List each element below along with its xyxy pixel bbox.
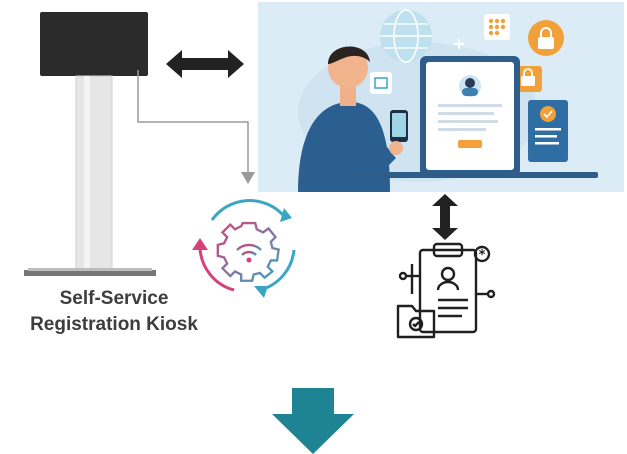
kiosk-label-line2: Registration Kiosk bbox=[30, 314, 198, 335]
kiosk-connector-line bbox=[137, 70, 255, 184]
kiosk-label-line1: Self-Service bbox=[59, 288, 169, 309]
padlock-square-icon bbox=[514, 66, 542, 92]
kiosk-base bbox=[24, 270, 156, 276]
keypad-icon bbox=[484, 14, 510, 40]
online-registration-illustration bbox=[258, 2, 624, 192]
kiosk-stand-icon bbox=[24, 12, 156, 276]
person-with-phone-icon bbox=[298, 46, 408, 192]
gear-sync-icon bbox=[192, 199, 296, 298]
tablet-form-icon bbox=[420, 56, 520, 176]
kiosk-screen bbox=[40, 12, 148, 76]
svg-text:*: * bbox=[479, 248, 486, 263]
document-card-icon bbox=[528, 100, 568, 162]
id-badge-icon bbox=[370, 72, 392, 94]
kiosk-label: Self-Service Registration Kiosk bbox=[8, 286, 220, 338]
double-arrow-horizontal-icon bbox=[166, 50, 244, 78]
down-arrow-icon bbox=[272, 388, 354, 454]
padlock-icon bbox=[528, 20, 564, 56]
kiosk-pole bbox=[75, 75, 113, 273]
clipboard-form-icon: * bbox=[396, 242, 496, 339]
double-arrow-vertical-icon bbox=[432, 194, 458, 240]
globe-icon bbox=[380, 9, 432, 63]
